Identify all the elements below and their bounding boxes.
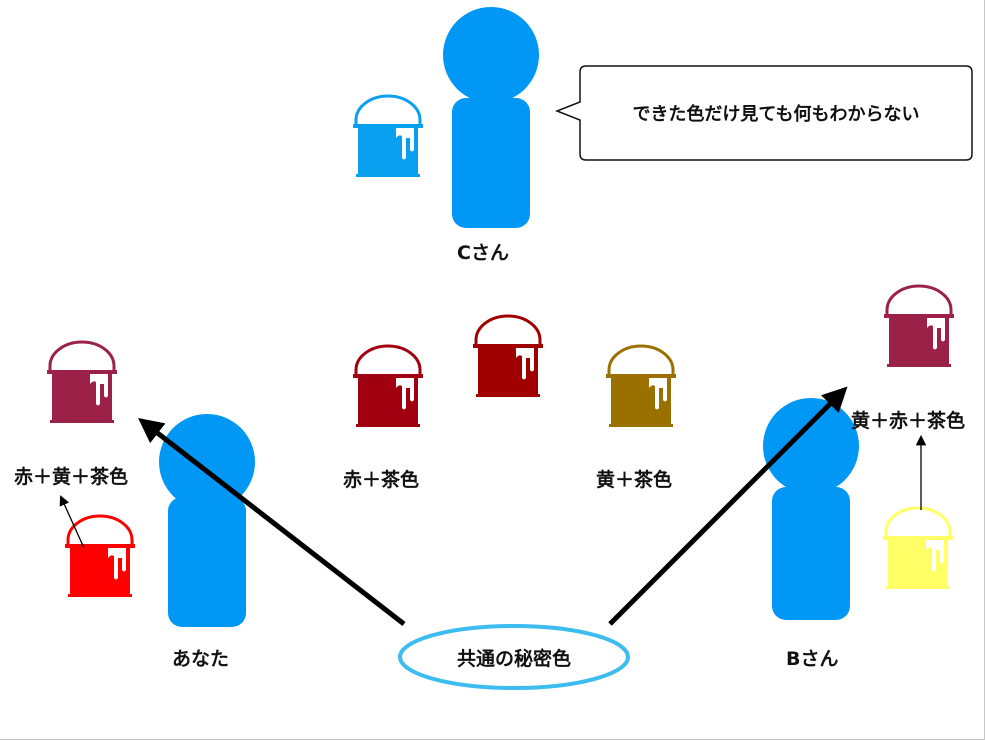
person-you-figure [159,414,255,627]
b-mix-label: 黄＋赤＋茶色 [851,410,966,432]
person-b-label: Bさん [786,648,839,670]
paint-bucket-red-icon [65,514,135,597]
yellow-brown-label: 黄＋茶色 [596,469,673,491]
person-c-label: Cさん [457,242,509,264]
you-mix-label: 赤＋黄＋茶色 [14,466,129,488]
paint-bucket-c-icon [353,94,423,177]
secret-color-ellipse [398,624,630,690]
person-c-figure [443,7,539,228]
speech-bubble [554,65,973,161]
arrow-secret-to-you [138,417,406,626]
arrow-secret-to-b [608,386,848,626]
person-b-figure [763,398,859,620]
speech-bubble-text: できた色だけ見ても何もわからない [632,104,920,125]
red-brown-label: 赤＋茶色 [343,469,420,491]
paint-bucket-yellow-icon [883,506,953,589]
paint-bucket-b-mix-icon [884,284,954,367]
paint-bucket-secret-icon [473,314,543,397]
paint-bucket-red-brown-icon [353,344,423,427]
paint-bucket-you-mix-icon [47,340,117,423]
person-you-label: あなた [172,648,230,670]
paint-bucket-yellow-brown-icon [606,344,676,427]
arrow-red-to-you-mix [59,495,85,549]
secret-color-label: 共通の秘密色 [456,647,571,670]
